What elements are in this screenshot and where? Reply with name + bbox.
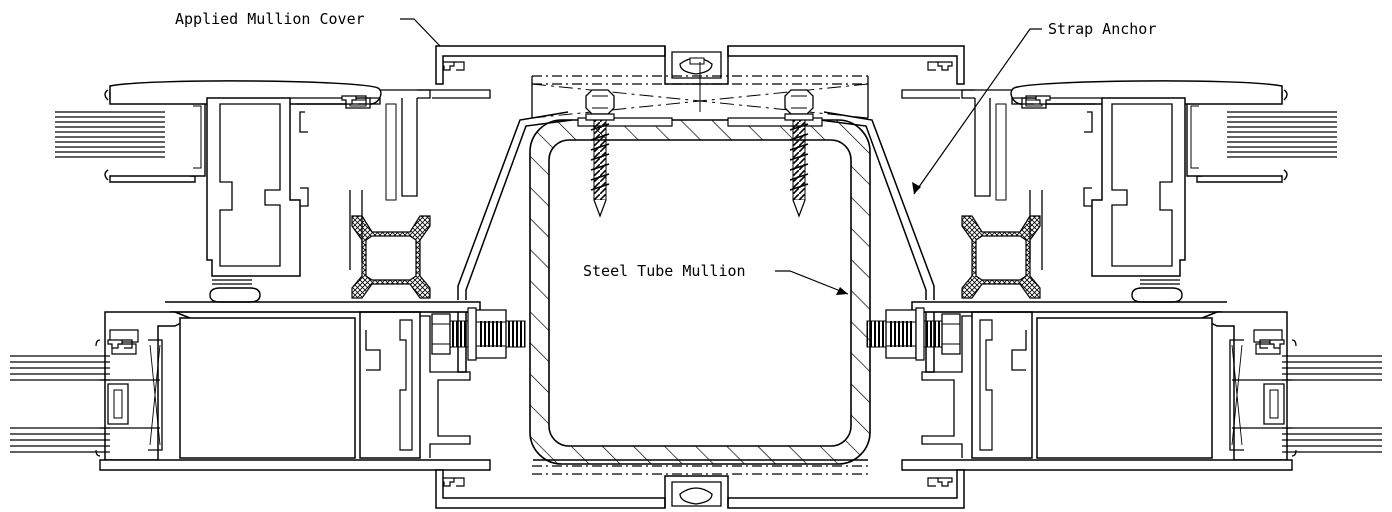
applied-mullion-cover-top — [436, 46, 964, 118]
leader-applied-mullion-cover — [400, 19, 440, 46]
label-applied-mullion-cover: Applied Mullion Cover — [175, 10, 365, 28]
label-strap-anchor: Strap Anchor — [1048, 20, 1156, 38]
applied-mullion-cover-bottom — [436, 460, 964, 508]
right-mullion-half — [820, 62, 1382, 486]
left-mullion-half — [10, 62, 572, 486]
leader-strap-anchor — [912, 29, 1042, 194]
label-steel-tube-mullion: Steel Tube Mullion — [583, 262, 746, 280]
leader-steel-tube-mullion — [775, 271, 848, 295]
steel-tube-mullion — [530, 118, 870, 464]
